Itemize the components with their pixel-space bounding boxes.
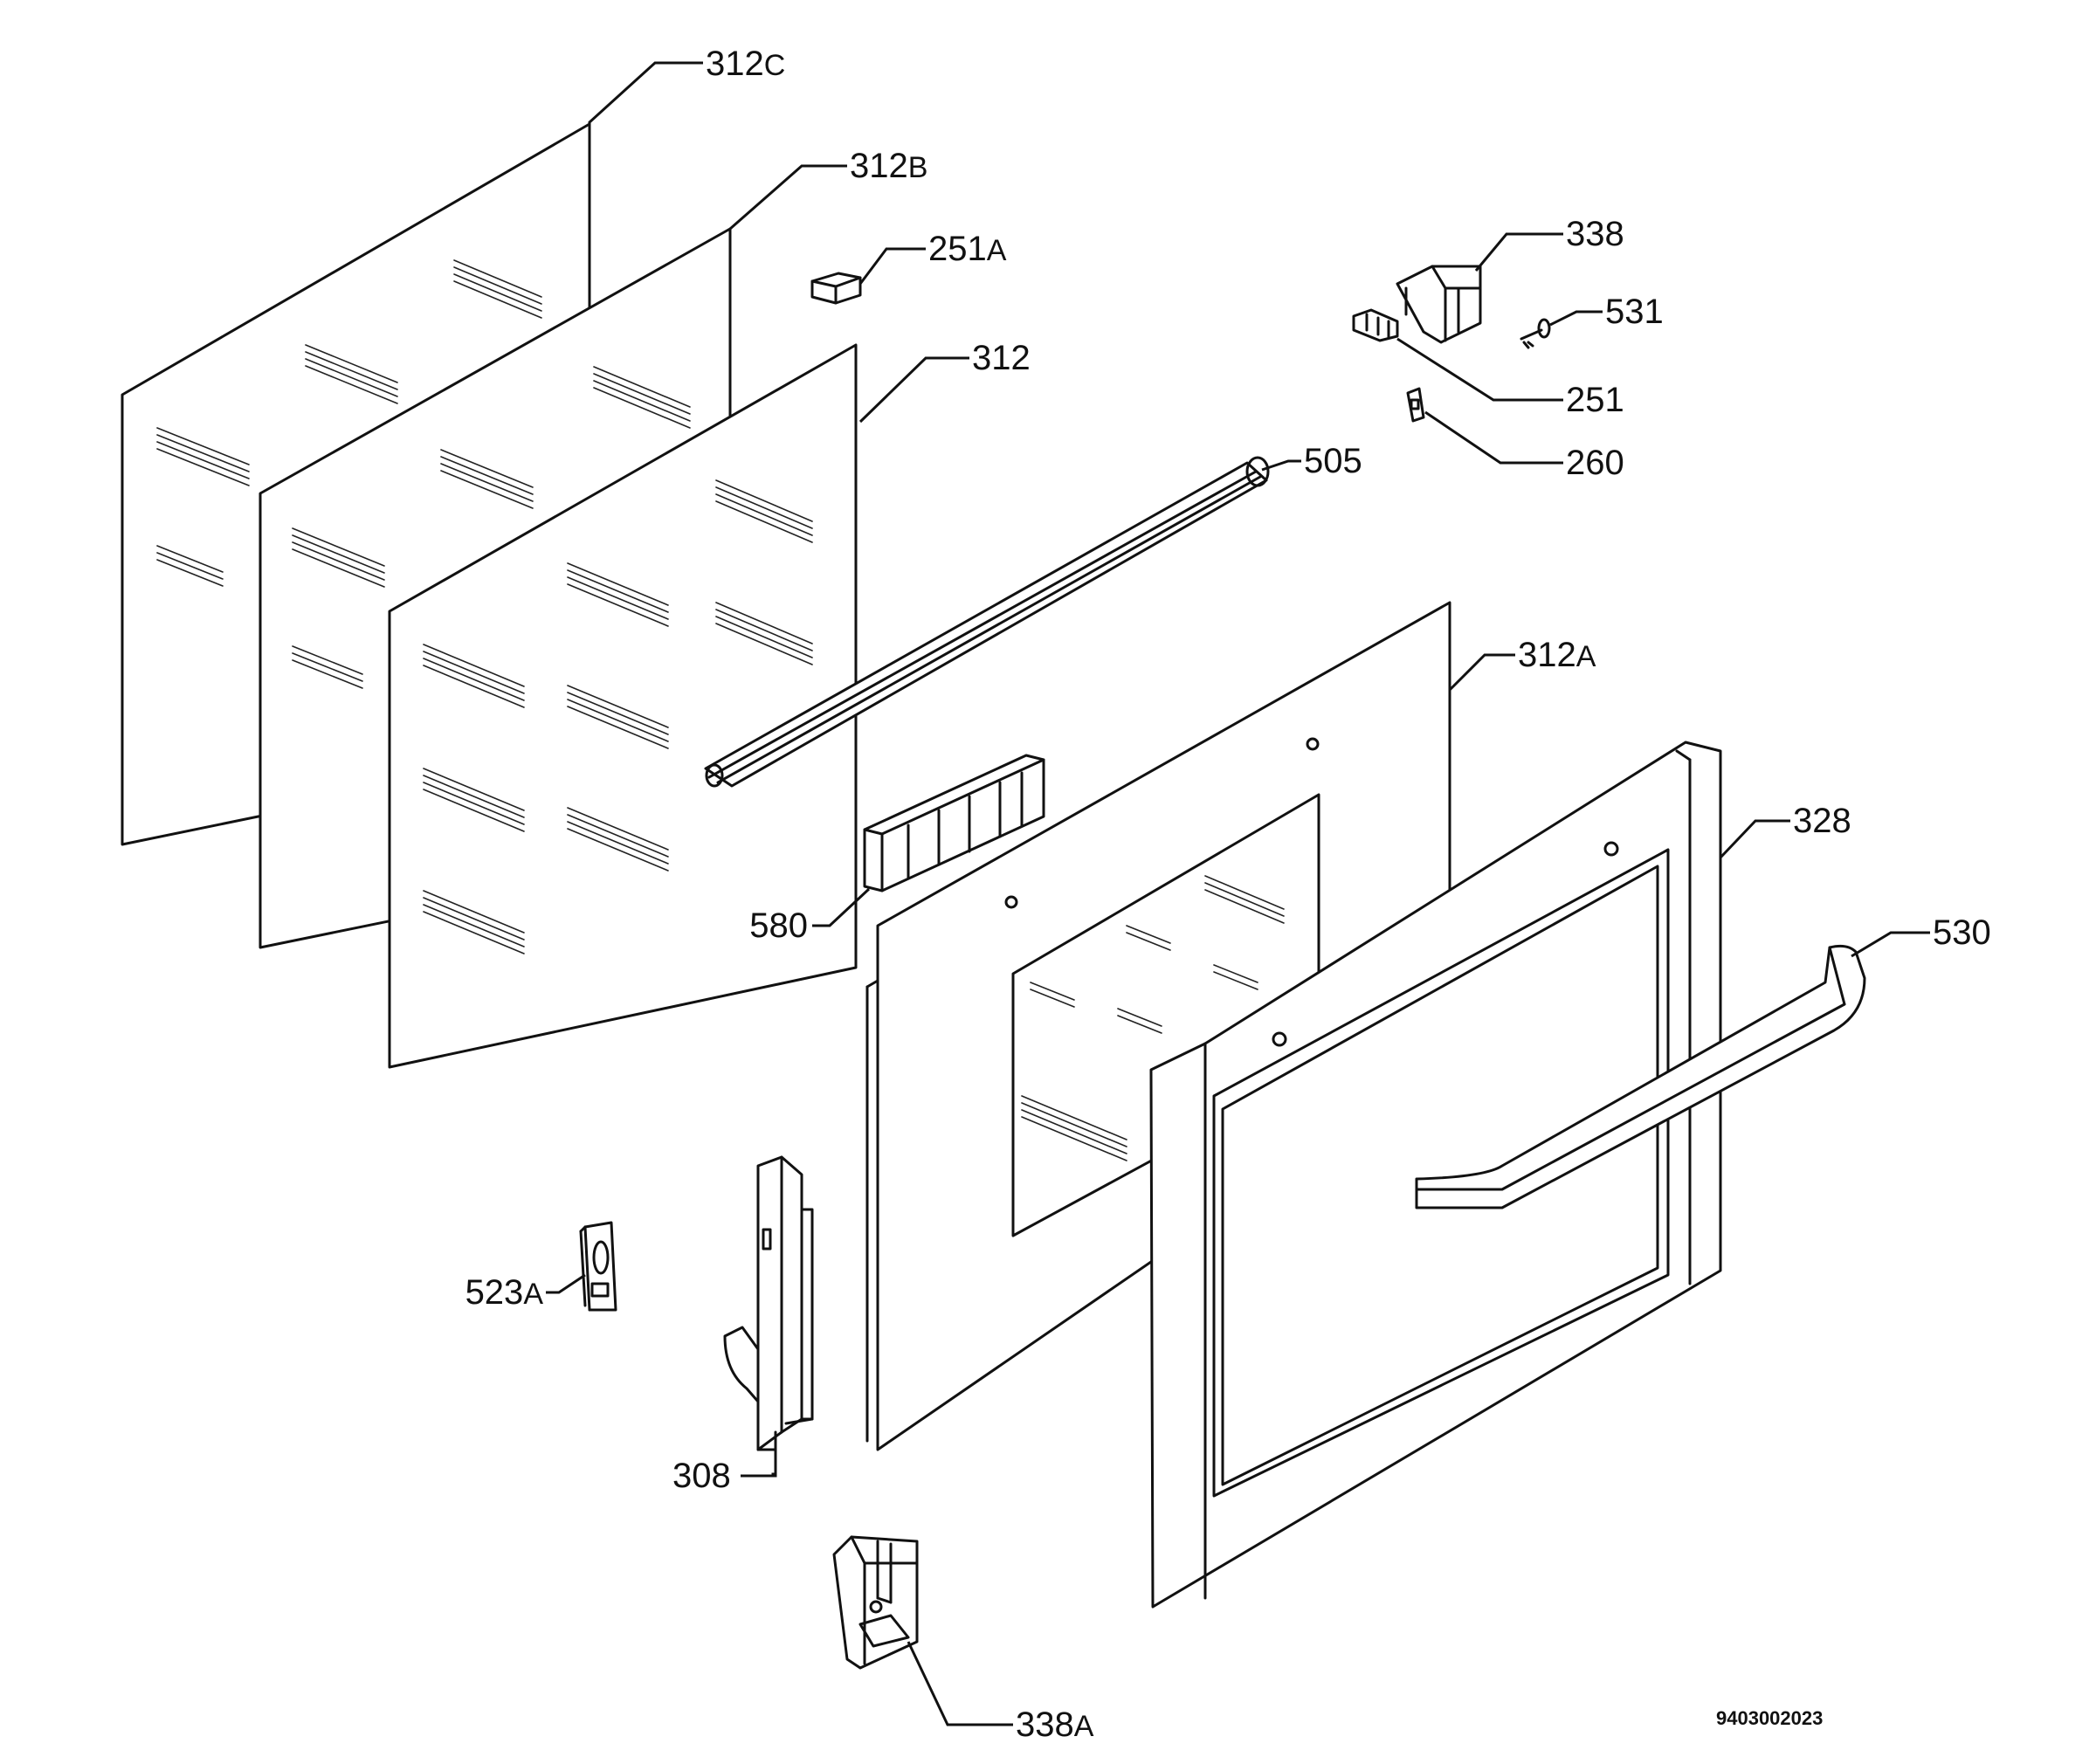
leader-312b xyxy=(728,164,847,354)
leader-530 xyxy=(1851,931,1930,958)
part-label-251a: 251A xyxy=(928,230,1007,268)
leader-328 xyxy=(1719,819,1790,859)
clip-251a[interactable] xyxy=(810,272,862,305)
part-label-531: 531 xyxy=(1605,293,1664,331)
leader-338a xyxy=(907,1641,1013,1726)
hatch-marks xyxy=(156,259,542,587)
leader-308-line xyxy=(741,1463,777,1478)
leader-260 xyxy=(1424,410,1563,465)
leader-580 xyxy=(812,887,871,927)
part-label-312c: 312C xyxy=(706,45,785,83)
seal-strip-505[interactable] xyxy=(704,456,1270,788)
leader-312a xyxy=(1448,653,1515,692)
part-label-312b: 312B xyxy=(850,147,927,185)
part-label-312a: 312A xyxy=(1518,636,1596,674)
door-frame-328[interactable] xyxy=(1149,741,1722,1609)
clip-251[interactable] xyxy=(1352,308,1399,342)
hinge-308[interactable] xyxy=(723,1155,814,1469)
nut-260[interactable] xyxy=(1406,387,1425,423)
part-label-530: 530 xyxy=(1933,913,1991,952)
glass-panel-312[interactable] xyxy=(388,343,858,1069)
part-label-308: 308 xyxy=(672,1457,731,1495)
handle-530[interactable] xyxy=(1415,944,1866,1209)
leader-lines xyxy=(546,61,1930,1726)
part-label-505: 505 xyxy=(1304,442,1362,480)
leader-523a xyxy=(546,1273,586,1294)
spacer-580[interactable] xyxy=(863,754,1045,892)
screw-531[interactable] xyxy=(1520,318,1551,349)
part-label-338: 338 xyxy=(1566,215,1624,253)
leader-338 xyxy=(1474,232,1563,272)
hatch-marks xyxy=(292,366,691,689)
hatch-marks xyxy=(1021,875,1285,1161)
leader-505 xyxy=(1261,459,1301,472)
leader-251 xyxy=(1396,337,1563,402)
bracket-338a[interactable] xyxy=(832,1535,919,1670)
part-labels: 312C 312B 251A 338 531 312 251 260 505 3… xyxy=(465,45,1991,1744)
leader-312 xyxy=(858,356,969,424)
inner-glass-312a[interactable] xyxy=(865,601,1451,1451)
part-label-523a: 523A xyxy=(465,1273,544,1312)
lock-523a[interactable] xyxy=(579,1221,617,1312)
leader-312c xyxy=(588,61,703,252)
part-label-580: 580 xyxy=(749,906,808,945)
part-label-328: 328 xyxy=(1793,802,1851,840)
hatch-marks xyxy=(423,479,813,954)
leader-251a xyxy=(858,247,926,285)
part-label-251: 251 xyxy=(1566,381,1624,419)
part-label-260: 260 xyxy=(1566,444,1624,482)
bracket-338[interactable] xyxy=(1396,265,1482,344)
leader-531 xyxy=(1549,310,1603,327)
part-label-312: 312 xyxy=(972,339,1031,377)
part-label-338a: 338A xyxy=(1016,1705,1094,1744)
drawing-code: 9403002023 xyxy=(1716,1707,1823,1729)
